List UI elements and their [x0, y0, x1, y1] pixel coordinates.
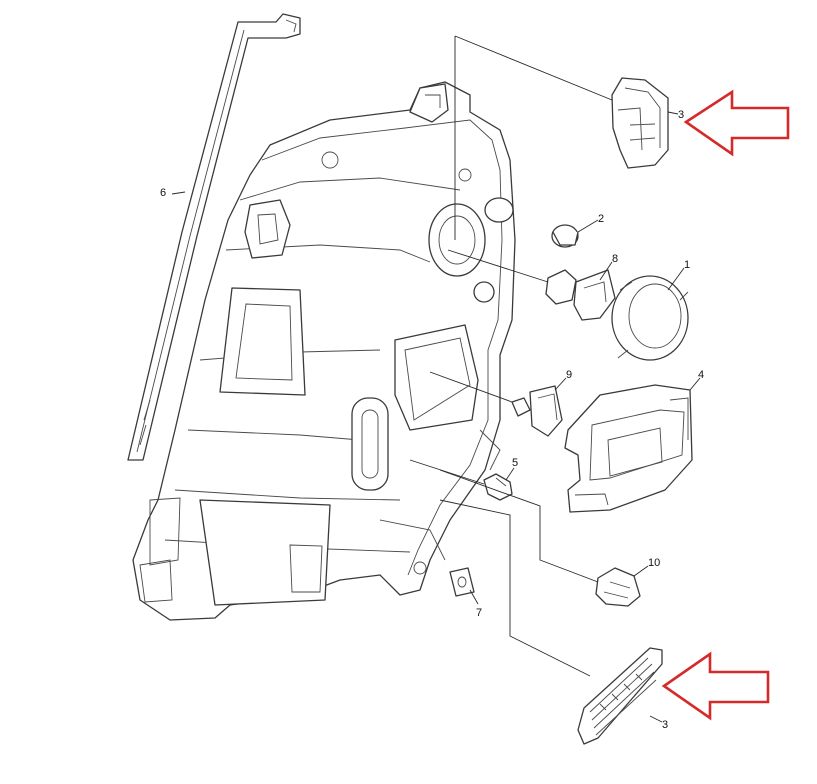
part-1-dust-cover: [611, 275, 689, 361]
callout-4: 4: [698, 369, 704, 381]
callout-10: 10: [648, 557, 660, 569]
part-8-bulb: [545, 269, 616, 321]
part-3-module-top: [611, 77, 669, 169]
part-9-bulb: [511, 385, 563, 437]
part-7-clip: [449, 567, 475, 597]
part-6-trim-strip: [127, 13, 301, 461]
callout-3-bottom: 3: [662, 719, 668, 731]
leader-lines: [171, 35, 701, 723]
callout-1: 1: [684, 259, 690, 271]
red-arrow-icon-top: [683, 89, 790, 157]
callout-5: 5: [512, 457, 518, 469]
callout-9: 9: [566, 369, 572, 381]
headlamp-housing: [132, 81, 516, 621]
part-10-socket: [595, 567, 641, 607]
part-4-control-module: [564, 384, 693, 513]
red-arrow-icon-bottom: [661, 651, 770, 721]
callout-3-top: 3: [678, 109, 684, 121]
part-3-module-bottom: [577, 647, 663, 745]
callout-8: 8: [612, 253, 618, 265]
callout-2: 2: [598, 213, 604, 225]
part-2-cap: [551, 224, 579, 248]
callout-7: 7: [476, 607, 482, 619]
callout-6: 6: [160, 187, 166, 199]
